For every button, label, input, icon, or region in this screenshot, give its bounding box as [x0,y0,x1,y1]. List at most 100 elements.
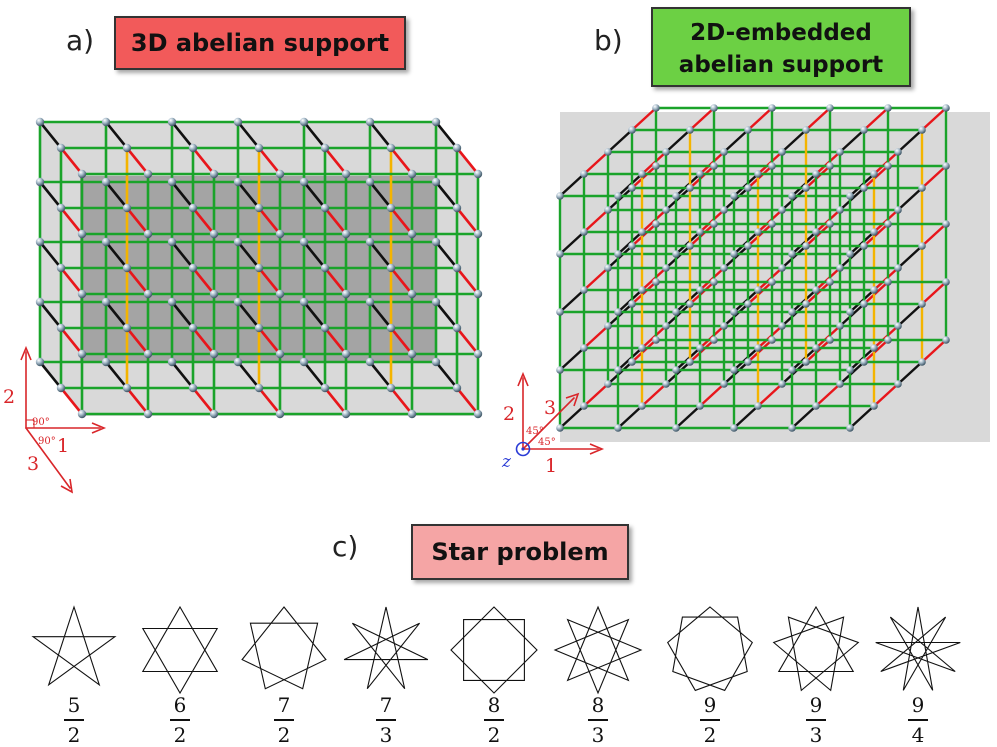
fraction-denominator: 4 [911,722,925,747]
lattice-site [341,229,351,239]
lattice-site [870,228,878,236]
lattice-site [56,383,66,393]
depth-edge [896,302,924,328]
lattice-site [744,358,752,366]
depth-edge [323,146,348,176]
depth-edge [389,206,414,236]
lattice-site [35,117,45,127]
lattice-site [614,308,622,316]
lattice-site [167,297,177,307]
depth-edge [38,240,63,270]
depth-edge [257,146,282,176]
lattice-site [580,170,588,178]
lattice-site [188,143,198,153]
lattice-site [788,250,796,258]
lattice-site [167,237,177,247]
star-polygon-7-3 [343,606,429,690]
fraction-numerator: 7 [379,693,393,717]
lattice-site [473,349,483,359]
lattice-site [628,126,636,134]
lattice-site [846,250,854,258]
fraction-bar [588,719,608,721]
lattice-site [884,104,892,112]
lattice-site [686,184,694,192]
lattice-site [744,126,752,134]
lattice-site [604,380,612,388]
lattice-site [788,308,796,316]
lattice-site [730,192,738,200]
axis-1-label: 1 [545,455,557,477]
lattice-site [320,143,330,153]
star-polygon-8-2 [450,606,538,694]
lattice-site [556,366,564,374]
lattice-site [778,322,786,330]
lattice-site [812,228,820,236]
lattice-site [407,229,417,239]
lattice-site [614,192,622,200]
depth-edge [59,146,84,176]
lattice-site [473,289,483,299]
lattice-site [320,323,330,333]
depth-edge [59,326,84,356]
lattice-site [730,250,738,258]
depth-edge [848,404,876,430]
lattice-site [431,117,441,127]
lattice-site [341,409,351,419]
lattice-site [431,177,441,187]
axis-3-line [522,397,575,450]
lattice-site [710,278,718,286]
depth-edge [368,180,393,210]
depth-edge [125,386,150,416]
depth-edge [191,326,216,356]
lattice-site [686,358,694,366]
lattice-site [614,424,622,432]
depth-edge [732,404,760,430]
fraction-bar [170,719,190,721]
lattice-site [431,237,441,247]
depth-edge [59,206,84,236]
fraction-bar [484,719,504,721]
lattice-site [233,177,243,187]
panel-b-title-line2: abelian support [678,52,884,78]
lattice-2d-embedded-abelian-support [556,104,990,442]
depth-edge [814,382,842,408]
depth-edge [688,106,716,132]
depth-edge [455,206,480,236]
lattice-site [143,349,153,359]
lattice-site [209,229,219,239]
star-polygon-stroke [241,606,327,690]
lattice-site [942,220,950,228]
lattice-site [209,169,219,179]
lattice-site [686,126,694,134]
lattice-site [365,117,375,127]
depth-edge [389,146,414,176]
lattice-site [188,323,198,333]
depth-edge [257,266,282,296]
lattice-site [918,184,926,192]
lattice-site [788,424,796,432]
depth-edge [746,106,774,132]
lattice-site [826,162,834,170]
lattice-site [710,336,718,344]
depth-edge [862,106,890,132]
lattice-site [101,237,111,247]
lattice-site [143,289,153,299]
lattice-site [826,104,834,112]
lattice-site [604,322,612,330]
lattice-site [452,323,462,333]
lattice-site [662,380,670,388]
lattice-site [696,286,704,294]
fraction-numerator: 8 [487,693,501,717]
lattice-site [604,206,612,214]
angle-label-1: 45° [526,426,544,437]
lattice-site [778,380,786,388]
depth-edge [302,300,327,330]
lattice-site [299,297,309,307]
lattice-site [386,203,396,213]
lattice-site [341,169,351,179]
lattice-site [233,297,243,307]
fraction-numerator: 6 [173,693,187,717]
lattice-site [604,264,612,272]
lattice-site [275,229,285,239]
